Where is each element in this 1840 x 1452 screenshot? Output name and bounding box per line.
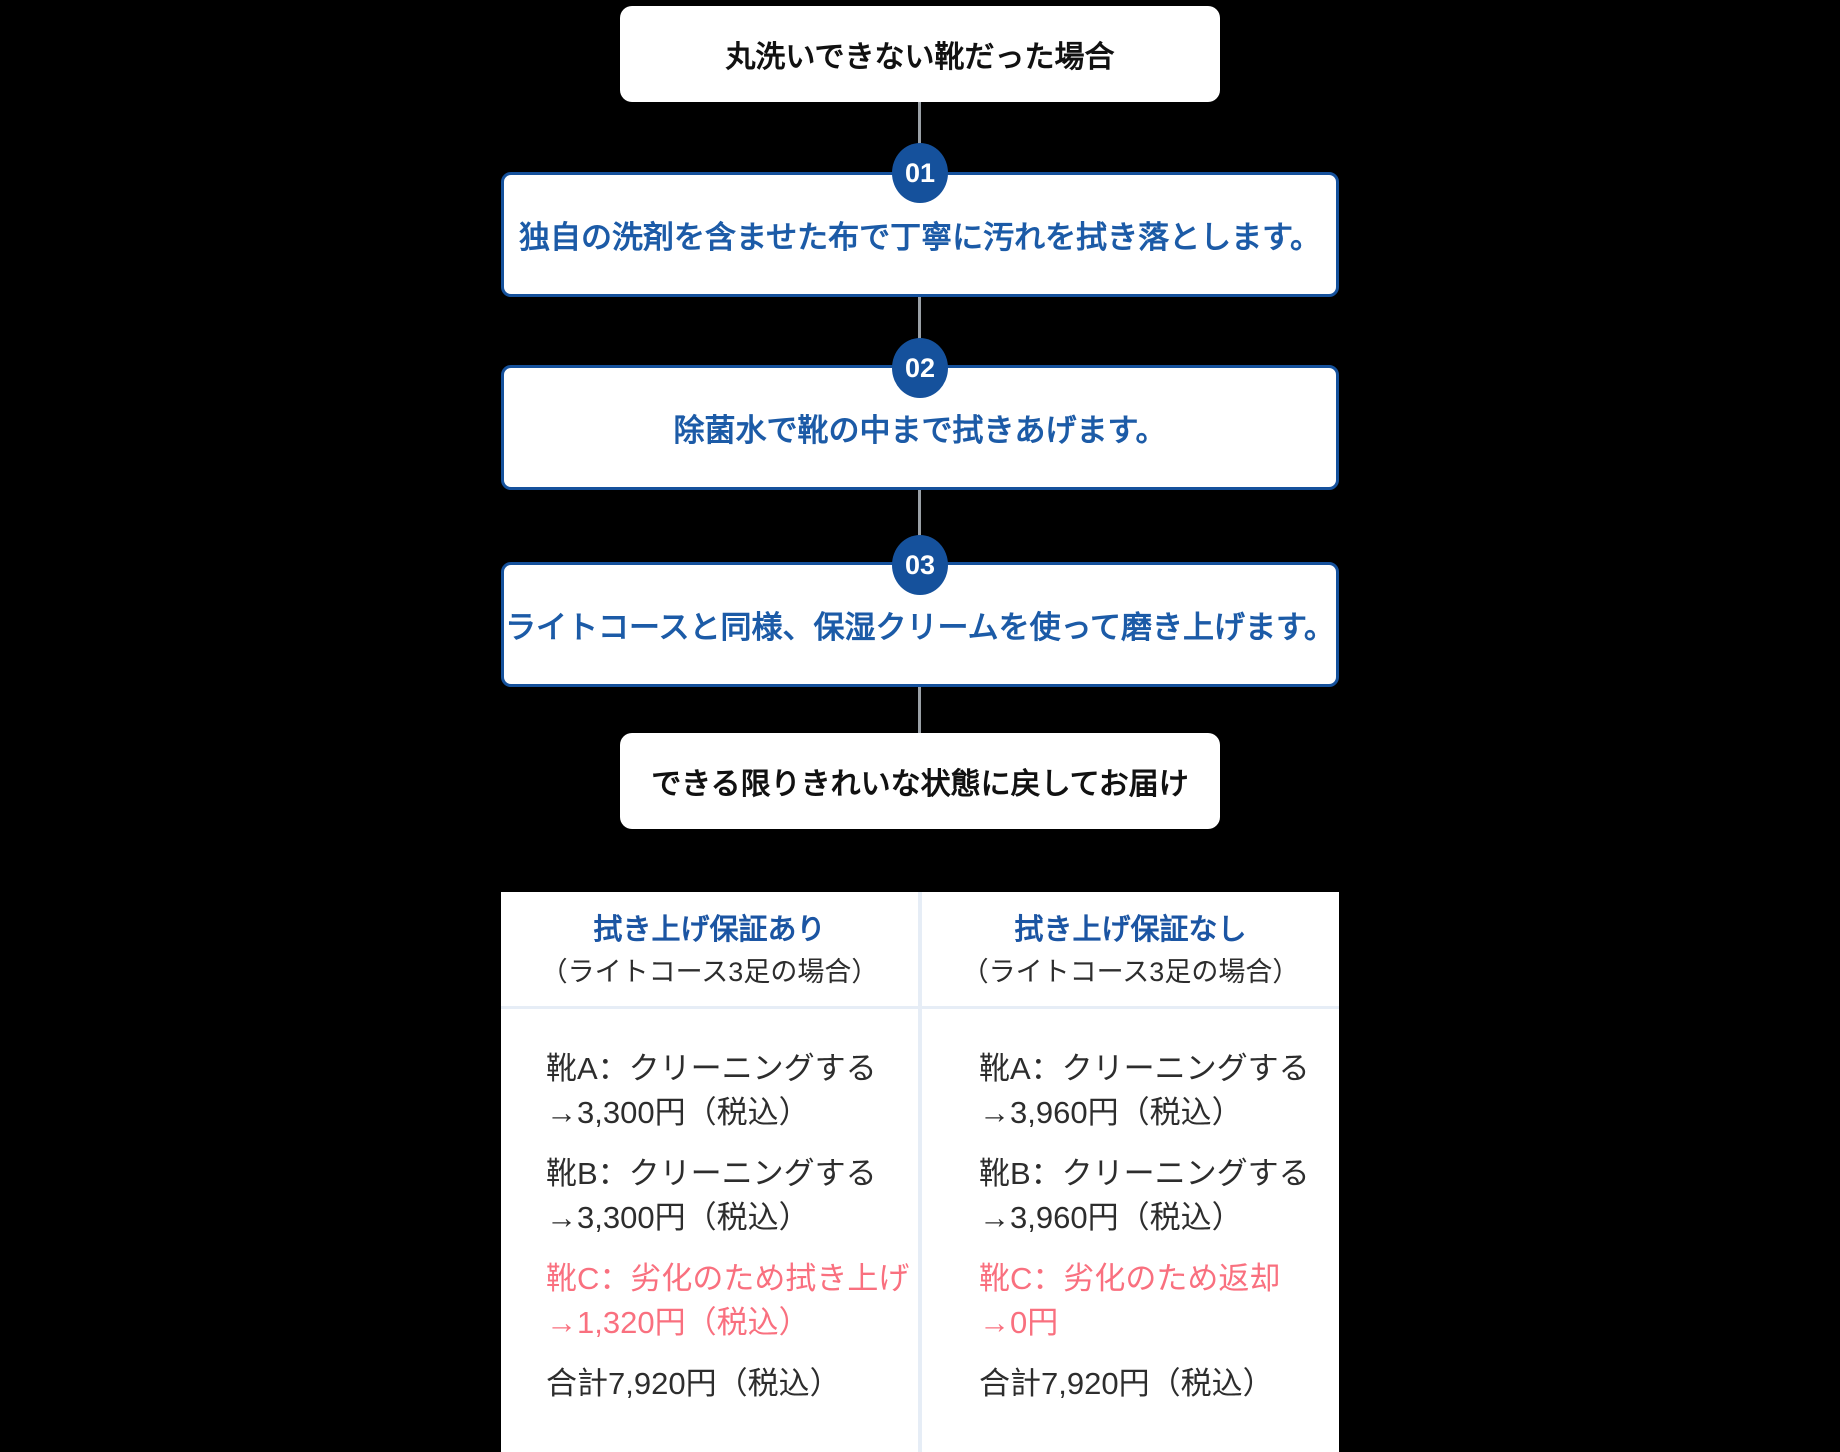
step-1-badge: 01 [892, 143, 948, 203]
flow-start-label: 丸洗いできない靴だった場合 [725, 41, 1115, 74]
price-row-shoe-a: 靴A：クリーニングする →3,300円（税込） [546, 1047, 918, 1135]
price-comparison-table: 拭き上げ保証あり （ライトコース3足の場合） 靴A：クリーニングする →3,30… [501, 892, 1339, 1452]
price-row-line: →3,960円（税込） [979, 1095, 1243, 1130]
flow-start-box: 丸洗いできない靴だった場合 [620, 6, 1220, 102]
price-row-shoe-c: 靴C：劣化のため拭き上げ →1,320円（税込） [546, 1257, 918, 1345]
step-2-badge: 02 [892, 338, 948, 398]
price-row-line: →3,960円（税込） [979, 1200, 1243, 1235]
column-title: 拭き上げ保証なし [1014, 914, 1247, 946]
connector-line-4 [918, 684, 921, 734]
price-row-shoe-c: 靴C：劣化のため返却 →0円 [979, 1257, 1339, 1345]
connector-line-1 [918, 100, 921, 146]
flow-end-label: できる限りきれいな状態に戻してお届け [651, 768, 1189, 801]
price-row-line: 合計7,920円（税込） [546, 1366, 841, 1401]
price-row-line: 靴A：クリーニングする [546, 1051, 877, 1086]
step-2-description: 除菌水で靴の中まで拭きあげます。 [673, 413, 1167, 448]
column-subtitle: （ライトコース3足の場合） [961, 957, 1300, 987]
column-without-guarantee: 拭き上げ保証なし （ライトコース3足の場合） 靴A：クリーニングする →3,96… [922, 892, 1339, 1452]
step-3-box: ライトコースと同様、保湿クリームを使って磨き上げます。 [501, 562, 1339, 687]
price-row-total: 合計7,920円（税込） [979, 1362, 1339, 1406]
price-row-line: →1,320円（税込） [546, 1305, 810, 1340]
price-row-shoe-a: 靴A：クリーニングする →3,960円（税込） [979, 1047, 1339, 1135]
step-3-description: ライトコースと同様、保湿クリームを使って磨き上げます。 [505, 610, 1335, 645]
column-subtitle: （ライトコース3足の場合） [540, 957, 879, 987]
price-row-line: →3,300円（税込） [546, 1200, 810, 1235]
step-1-number: 01 [904, 157, 936, 188]
price-row-line: 靴A：クリーニングする [979, 1051, 1310, 1086]
column-with-guarantee-header: 拭き上げ保証あり （ライトコース3足の場合） [501, 892, 918, 1009]
column-title: 拭き上げ保証あり [593, 914, 826, 946]
step-3-badge: 03 [892, 535, 948, 595]
price-row-line: 靴C：劣化のため拭き上げ [546, 1261, 910, 1296]
price-row-line: 靴B：クリーニングする [546, 1156, 877, 1191]
price-row-line: 靴B：クリーニングする [979, 1156, 1310, 1191]
column-without-guarantee-header: 拭き上げ保証なし （ライトコース3足の場合） [922, 892, 1339, 1009]
connector-line-2 [918, 295, 921, 341]
table-header-divider [501, 1006, 1339, 1009]
table-vertical-divider [918, 892, 922, 1452]
price-row-total: 合計7,920円（税込） [546, 1362, 918, 1406]
column-with-guarantee: 拭き上げ保証あり （ライトコース3足の場合） 靴A：クリーニングする →3,30… [501, 892, 918, 1452]
column-without-guarantee-body: 靴A：クリーニングする →3,960円（税込） 靴B：クリーニングする →3,9… [922, 1009, 1339, 1406]
step-2-number: 02 [904, 352, 936, 383]
price-row-line: 靴C：劣化のため返却 [979, 1261, 1281, 1296]
step-1-description: 独自の洗剤を含ませた布で丁寧に汚れを拭き落とします。 [519, 220, 1321, 255]
step-3-number: 03 [904, 549, 936, 580]
price-row-line: →3,300円（税込） [546, 1095, 810, 1130]
connector-line-3 [918, 488, 921, 538]
price-row-shoe-b: 靴B：クリーニングする →3,960円（税込） [979, 1152, 1339, 1240]
price-row-line: 合計7,920円（税込） [979, 1366, 1274, 1401]
flow-end-box: できる限りきれいな状態に戻してお届け [620, 733, 1220, 829]
column-with-guarantee-body: 靴A：クリーニングする →3,300円（税込） 靴B：クリーニングする →3,3… [501, 1009, 918, 1406]
price-row-line: →0円 [979, 1305, 1059, 1340]
price-row-shoe-b: 靴B：クリーニングする →3,300円（税込） [546, 1152, 918, 1240]
